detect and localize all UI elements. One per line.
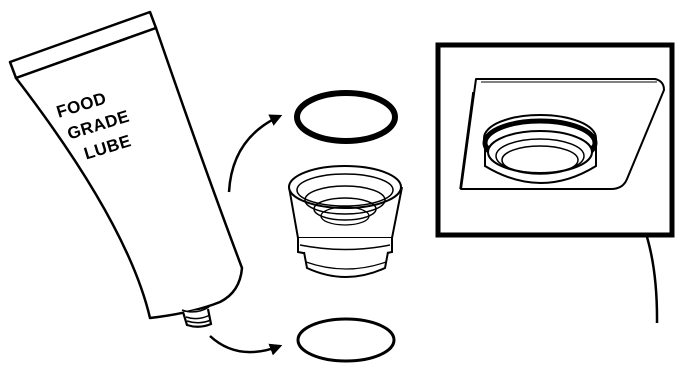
bottom-o-ring (296, 317, 396, 363)
arrow-to-top-oring (227, 114, 283, 193)
tube-nozzle (181, 306, 213, 328)
inset-fitting (482, 114, 598, 184)
lube-tube: FOOD GRADE LUBE (8, 10, 244, 328)
top-o-ring (294, 90, 398, 144)
inset-detail (435, 42, 675, 238)
arrow-to-bottom-oring (209, 335, 283, 356)
coupling-fitting (288, 165, 403, 278)
tube-body (14, 26, 244, 320)
